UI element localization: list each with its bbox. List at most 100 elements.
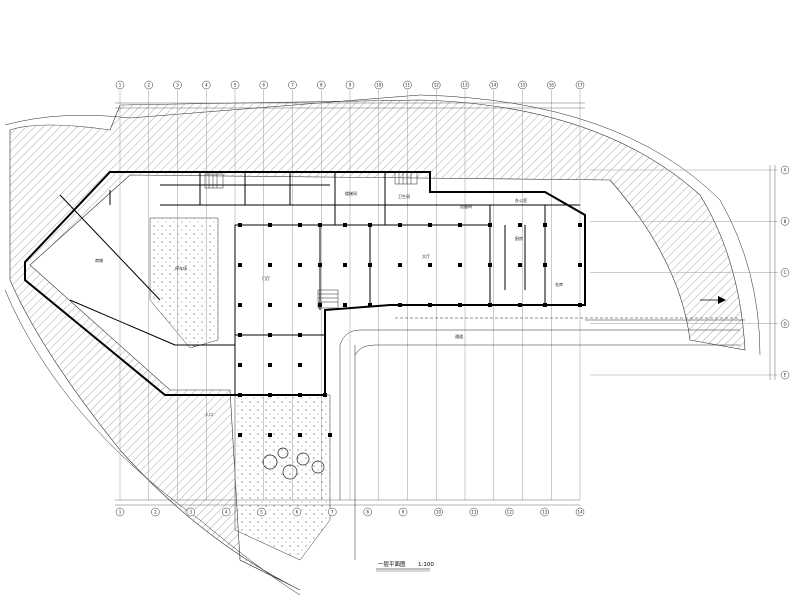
axis-label-bottom: 10 <box>436 510 442 515</box>
room-label-lobby: 门厅 <box>262 275 270 281</box>
column <box>428 303 432 307</box>
axis-bubble-top <box>575 80 585 90</box>
column <box>368 223 372 227</box>
axis-label-top: 6 <box>262 83 265 88</box>
axis-label-top: 10 <box>376 83 382 88</box>
room-label-entrance: 入口 <box>205 412 213 417</box>
column <box>458 303 462 307</box>
axis-label-top: 9 <box>349 83 352 88</box>
column <box>318 303 322 307</box>
column <box>368 303 372 307</box>
interior-walls <box>59 172 580 395</box>
axis-bubble-top <box>115 80 125 90</box>
column <box>268 433 272 437</box>
column <box>543 223 547 227</box>
axis-bubble-bottom <box>363 507 372 517</box>
axis-label-right: B <box>784 219 787 224</box>
column <box>543 303 547 307</box>
column <box>298 433 302 437</box>
axis-bubble-top <box>374 80 383 90</box>
axis-bubble-bottom <box>504 507 514 517</box>
axis-bubble-top <box>173 80 182 90</box>
axis-label-bottom: 5 <box>260 510 263 515</box>
axis-bubble-bottom <box>257 507 266 517</box>
column <box>238 433 242 437</box>
axis-bubble-bottom <box>398 507 408 517</box>
axis-label-bottom: 9 <box>402 510 405 515</box>
column <box>458 263 462 267</box>
axis-label-right: C <box>784 270 787 275</box>
axis-label-bottom: 7 <box>331 510 334 515</box>
column <box>518 223 522 227</box>
column <box>268 223 272 227</box>
column <box>238 393 242 397</box>
entrance-arrow-icon <box>700 296 726 304</box>
axis-label-bottom: 4 <box>225 510 228 515</box>
room-label-shop: 商铺 <box>95 257 103 263</box>
grid-lines <box>119 90 778 500</box>
column <box>238 303 242 307</box>
axis-label-bottom: 6 <box>296 510 299 515</box>
column <box>238 223 242 227</box>
axis-label-top: 12 <box>434 83 440 88</box>
column <box>488 263 492 267</box>
axis-label-top: 14 <box>491 83 497 88</box>
column <box>578 303 582 307</box>
column <box>268 393 272 397</box>
axis-bubble-top <box>144 80 153 90</box>
axis-label-bottom: 14 <box>577 510 583 515</box>
trees <box>262 447 325 480</box>
lower-plaza <box>234 394 331 561</box>
axis-bubble-right <box>780 370 790 380</box>
axis-bubble-bottom <box>575 507 585 517</box>
column <box>458 223 462 227</box>
axis-bubble-right <box>780 268 790 277</box>
axis-label-right: E <box>784 373 787 378</box>
room-label-parking: 停车场 <box>175 265 187 271</box>
road-edge-curve <box>4 94 761 356</box>
axis-bubble-top <box>230 80 240 90</box>
axis-bubble-bottom <box>328 507 337 517</box>
axis-bubble-bottom <box>221 507 231 517</box>
column <box>298 393 302 397</box>
axis-label-top: 5 <box>234 83 237 88</box>
room-label-hall: 大厅 <box>422 253 430 259</box>
column <box>398 223 402 227</box>
axis-label-bottom: 13 <box>542 510 548 515</box>
axis-label-top: 16 <box>549 83 555 88</box>
column <box>298 363 302 367</box>
road-edge-lower <box>4 289 301 596</box>
column <box>518 263 522 267</box>
column <box>343 263 347 267</box>
axis-label-top: 8 <box>320 83 323 88</box>
column <box>298 303 302 307</box>
column <box>318 223 322 227</box>
axis-label-right: A <box>784 168 787 173</box>
dimension-lines <box>115 102 776 506</box>
axis-bubble-top <box>403 80 412 90</box>
access-road <box>339 317 745 560</box>
axis-bubble-bottom <box>186 507 196 517</box>
axis-bubble-right <box>780 319 790 328</box>
room-label-wc: 卫生间 <box>398 193 410 199</box>
building-outline <box>24 171 586 396</box>
column <box>238 263 242 267</box>
column <box>488 303 492 307</box>
axis-label-top: 7 <box>291 83 294 88</box>
column <box>428 223 432 227</box>
axis-bubble-top <box>259 80 268 90</box>
axis-label-bottom: 2 <box>154 510 157 515</box>
axis-bubble-right <box>780 217 790 226</box>
axis-label-top: 4 <box>205 83 208 88</box>
room-label-equip: 设备间 <box>460 203 472 209</box>
column <box>518 303 522 307</box>
axis-label-bottom: 11 <box>471 510 477 515</box>
axis-bubble-bottom <box>469 507 479 517</box>
column <box>398 263 402 267</box>
drawing-title: 一层平面图 <box>378 560 406 568</box>
axis-bubble-bottom <box>115 507 125 517</box>
axis-bubble-bottom <box>151 507 160 517</box>
axis-bubble-top <box>288 80 297 90</box>
